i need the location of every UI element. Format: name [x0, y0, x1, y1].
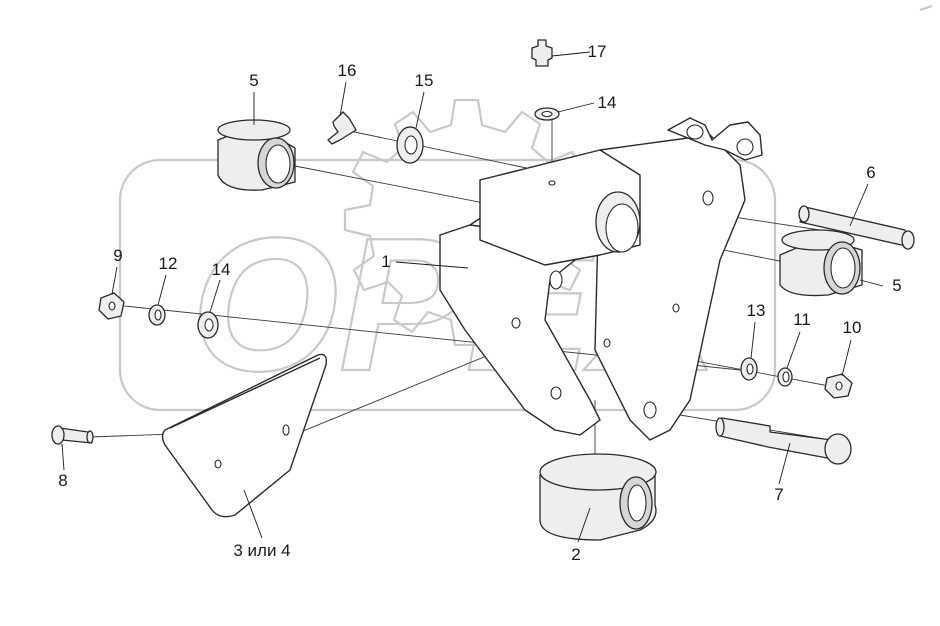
callout-11: 11	[793, 310, 811, 329]
washer-12	[148, 304, 166, 326]
callout-12: 12	[159, 254, 178, 273]
cotter-pin-16	[327, 111, 357, 145]
pin-7	[715, 417, 852, 465]
callout-13: 13	[747, 301, 766, 320]
callout-14-top: 14	[598, 93, 617, 112]
washer-15	[396, 126, 424, 164]
grease-fitting-17	[531, 39, 553, 67]
callout-7: 7	[774, 485, 783, 504]
nut-9	[824, 373, 853, 399]
washer-14-top	[534, 107, 560, 121]
leader-lines	[61, 51, 884, 543]
callout-15: 15	[415, 71, 434, 90]
callout-16: 16	[338, 61, 357, 80]
bracket-body	[439, 117, 763, 441]
bushing-5-right	[779, 229, 863, 297]
washer-11	[777, 367, 793, 387]
washer-13	[740, 357, 758, 381]
bushing-5-left	[217, 119, 296, 191]
callout-3-or-4: 3 или 4	[233, 541, 290, 560]
callout-9: 10	[843, 318, 862, 337]
callout-6: 6	[866, 163, 875, 182]
callout-17: 17	[588, 42, 607, 61]
plate-3-4	[161, 353, 328, 518]
callout-8: 8	[58, 471, 67, 490]
callout-1: 1	[381, 252, 390, 271]
callout-5-right: 5	[892, 276, 901, 295]
corner-mark	[919, 4, 933, 12]
washer-14-left	[197, 311, 219, 339]
callout-14-left: 14	[212, 260, 231, 279]
callout-2: 2	[571, 545, 580, 564]
callout-10: 9	[113, 246, 122, 265]
bushing-2	[539, 453, 657, 541]
pin-6	[798, 205, 915, 250]
nut-10	[98, 292, 125, 320]
watermark-frame	[118, 158, 777, 412]
callout-labels: 5 16 15 17 14 6 5 1 9 12 14 13 11 10 7 8…	[58, 42, 901, 564]
pin-8	[51, 425, 94, 445]
callout-5-left: 5	[249, 71, 258, 90]
